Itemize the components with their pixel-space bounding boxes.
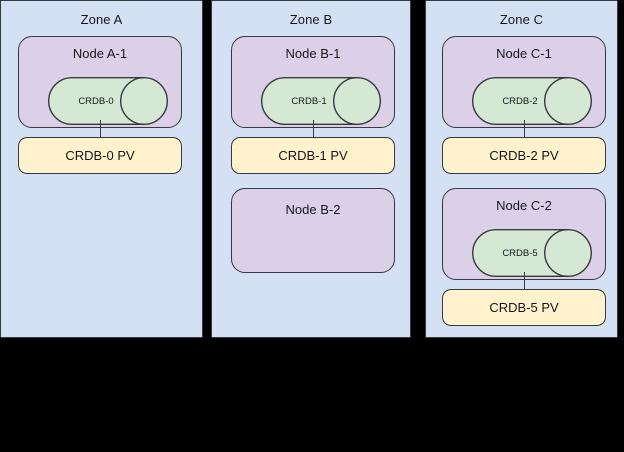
node-b-2-box[interactable]: Node B-2 [231, 188, 395, 273]
node-c-2-box[interactable]: Node C-2 CRDB-5 [442, 188, 606, 280]
database-cylinder-crdb-2[interactable]: CRDB-2 [472, 77, 592, 125]
node-c-1-box[interactable]: Node C-1 CRDB-2 [442, 36, 606, 128]
pv-label-crdb-0-pv: CRDB-0 PV [65, 148, 135, 163]
connector-node-c-2-to-crdb-5-pv [524, 272, 525, 290]
pv-box-crdb-0-pv[interactable]: CRDB-0 PV [18, 137, 182, 174]
zone-c-container[interactable]: Zone C Node C-1 CRDB-2 CRDB-2 PV Node C-… [425, 0, 618, 338]
zone-b-title: Zone B [289, 12, 333, 27]
node-b-1-title: Node B-1 [285, 46, 341, 61]
node-c-1-title: Node C-1 [496, 46, 552, 61]
pv-label-crdb-2-pv: CRDB-2 PV [489, 148, 559, 163]
node-a-1-title: Node A-1 [72, 46, 128, 61]
zone-a-container[interactable]: Zone A Node A-1 CRDB-0 CRDB-0 PV [0, 0, 203, 338]
node-b-1-box[interactable]: Node B-1 CRDB-1 [231, 36, 395, 128]
cylinder-shape [48, 77, 168, 125]
connector-node-b-1-to-crdb-1-pv [313, 120, 314, 138]
zone-a-title: Zone A [80, 12, 123, 27]
zone-c-title: Zone C [499, 12, 544, 27]
cylinder-shape [261, 77, 381, 125]
cylinder-shape [472, 77, 592, 125]
pv-box-crdb-1-pv[interactable]: CRDB-1 PV [231, 137, 395, 174]
pv-box-crdb-2-pv[interactable]: CRDB-2 PV [442, 137, 606, 174]
pv-box-crdb-5-pv[interactable]: CRDB-5 PV [442, 289, 606, 326]
connector-node-a-1-to-crdb-0-pv [100, 120, 101, 138]
connector-node-c-1-to-crdb-2-pv [524, 120, 525, 138]
pv-label-crdb-1-pv: CRDB-1 PV [278, 148, 348, 163]
cylinder-shape [472, 229, 592, 277]
node-b-2-title: Node B-2 [285, 202, 341, 217]
database-cylinder-crdb-0[interactable]: CRDB-0 [48, 77, 168, 125]
database-cylinder-crdb-1[interactable]: CRDB-1 [261, 77, 381, 125]
node-c-2-title: Node C-2 [496, 198, 552, 213]
node-a-1-box[interactable]: Node A-1 CRDB-0 [18, 36, 182, 128]
zone-b-container[interactable]: Zone B Node B-1 CRDB-1 CRDB-1 PV Node B-… [211, 0, 411, 338]
pv-label-crdb-5-pv: CRDB-5 PV [489, 300, 559, 315]
database-cylinder-crdb-5[interactable]: CRDB-5 [472, 229, 592, 277]
